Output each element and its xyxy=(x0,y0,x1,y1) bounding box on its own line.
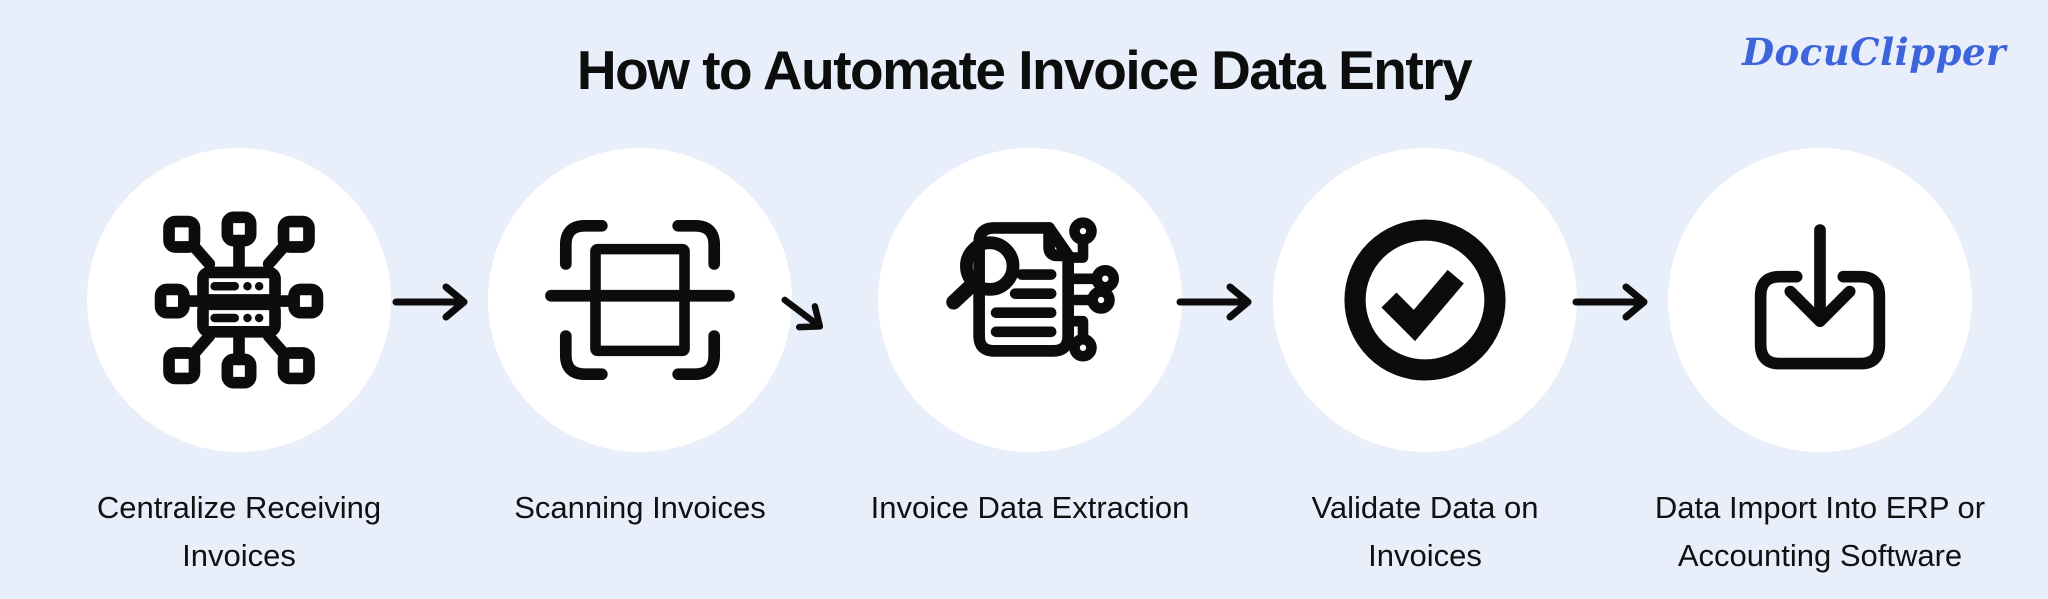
step-label-scanning: Scanning Invoices xyxy=(514,490,766,525)
step-label-validate: Validate Data on Invoices xyxy=(1311,490,1539,574)
step-label-centralize: Centralize Receiving Invoices xyxy=(96,490,382,574)
brand-logo: DocuClipper xyxy=(1741,30,2006,74)
step-circle-validate xyxy=(1273,148,1577,452)
step-label-extraction: Invoice Data Extraction xyxy=(870,490,1190,525)
step-circle-extraction xyxy=(878,148,1182,452)
step-circle-import xyxy=(1668,148,1972,452)
step-label-import: Data Import Into ERP or Accounting Softw… xyxy=(1654,490,1986,574)
arrow-right-icon xyxy=(1570,281,1662,328)
arrow-down-right-icon xyxy=(766,281,847,358)
check-circle-icon xyxy=(1344,219,1506,381)
hub-network-icon xyxy=(154,211,324,389)
step-circle-scanning xyxy=(488,148,792,452)
page-title: How to Automate Invoice Data Entry xyxy=(576,39,1473,101)
import-tray-icon xyxy=(1754,224,1886,370)
step-circle-centralize xyxy=(87,148,391,452)
arrow-right-icon xyxy=(1174,281,1266,328)
scan-frame-icon xyxy=(545,219,735,381)
document-search-circuit-icon xyxy=(946,217,1120,362)
arrow-right-icon xyxy=(390,281,482,328)
